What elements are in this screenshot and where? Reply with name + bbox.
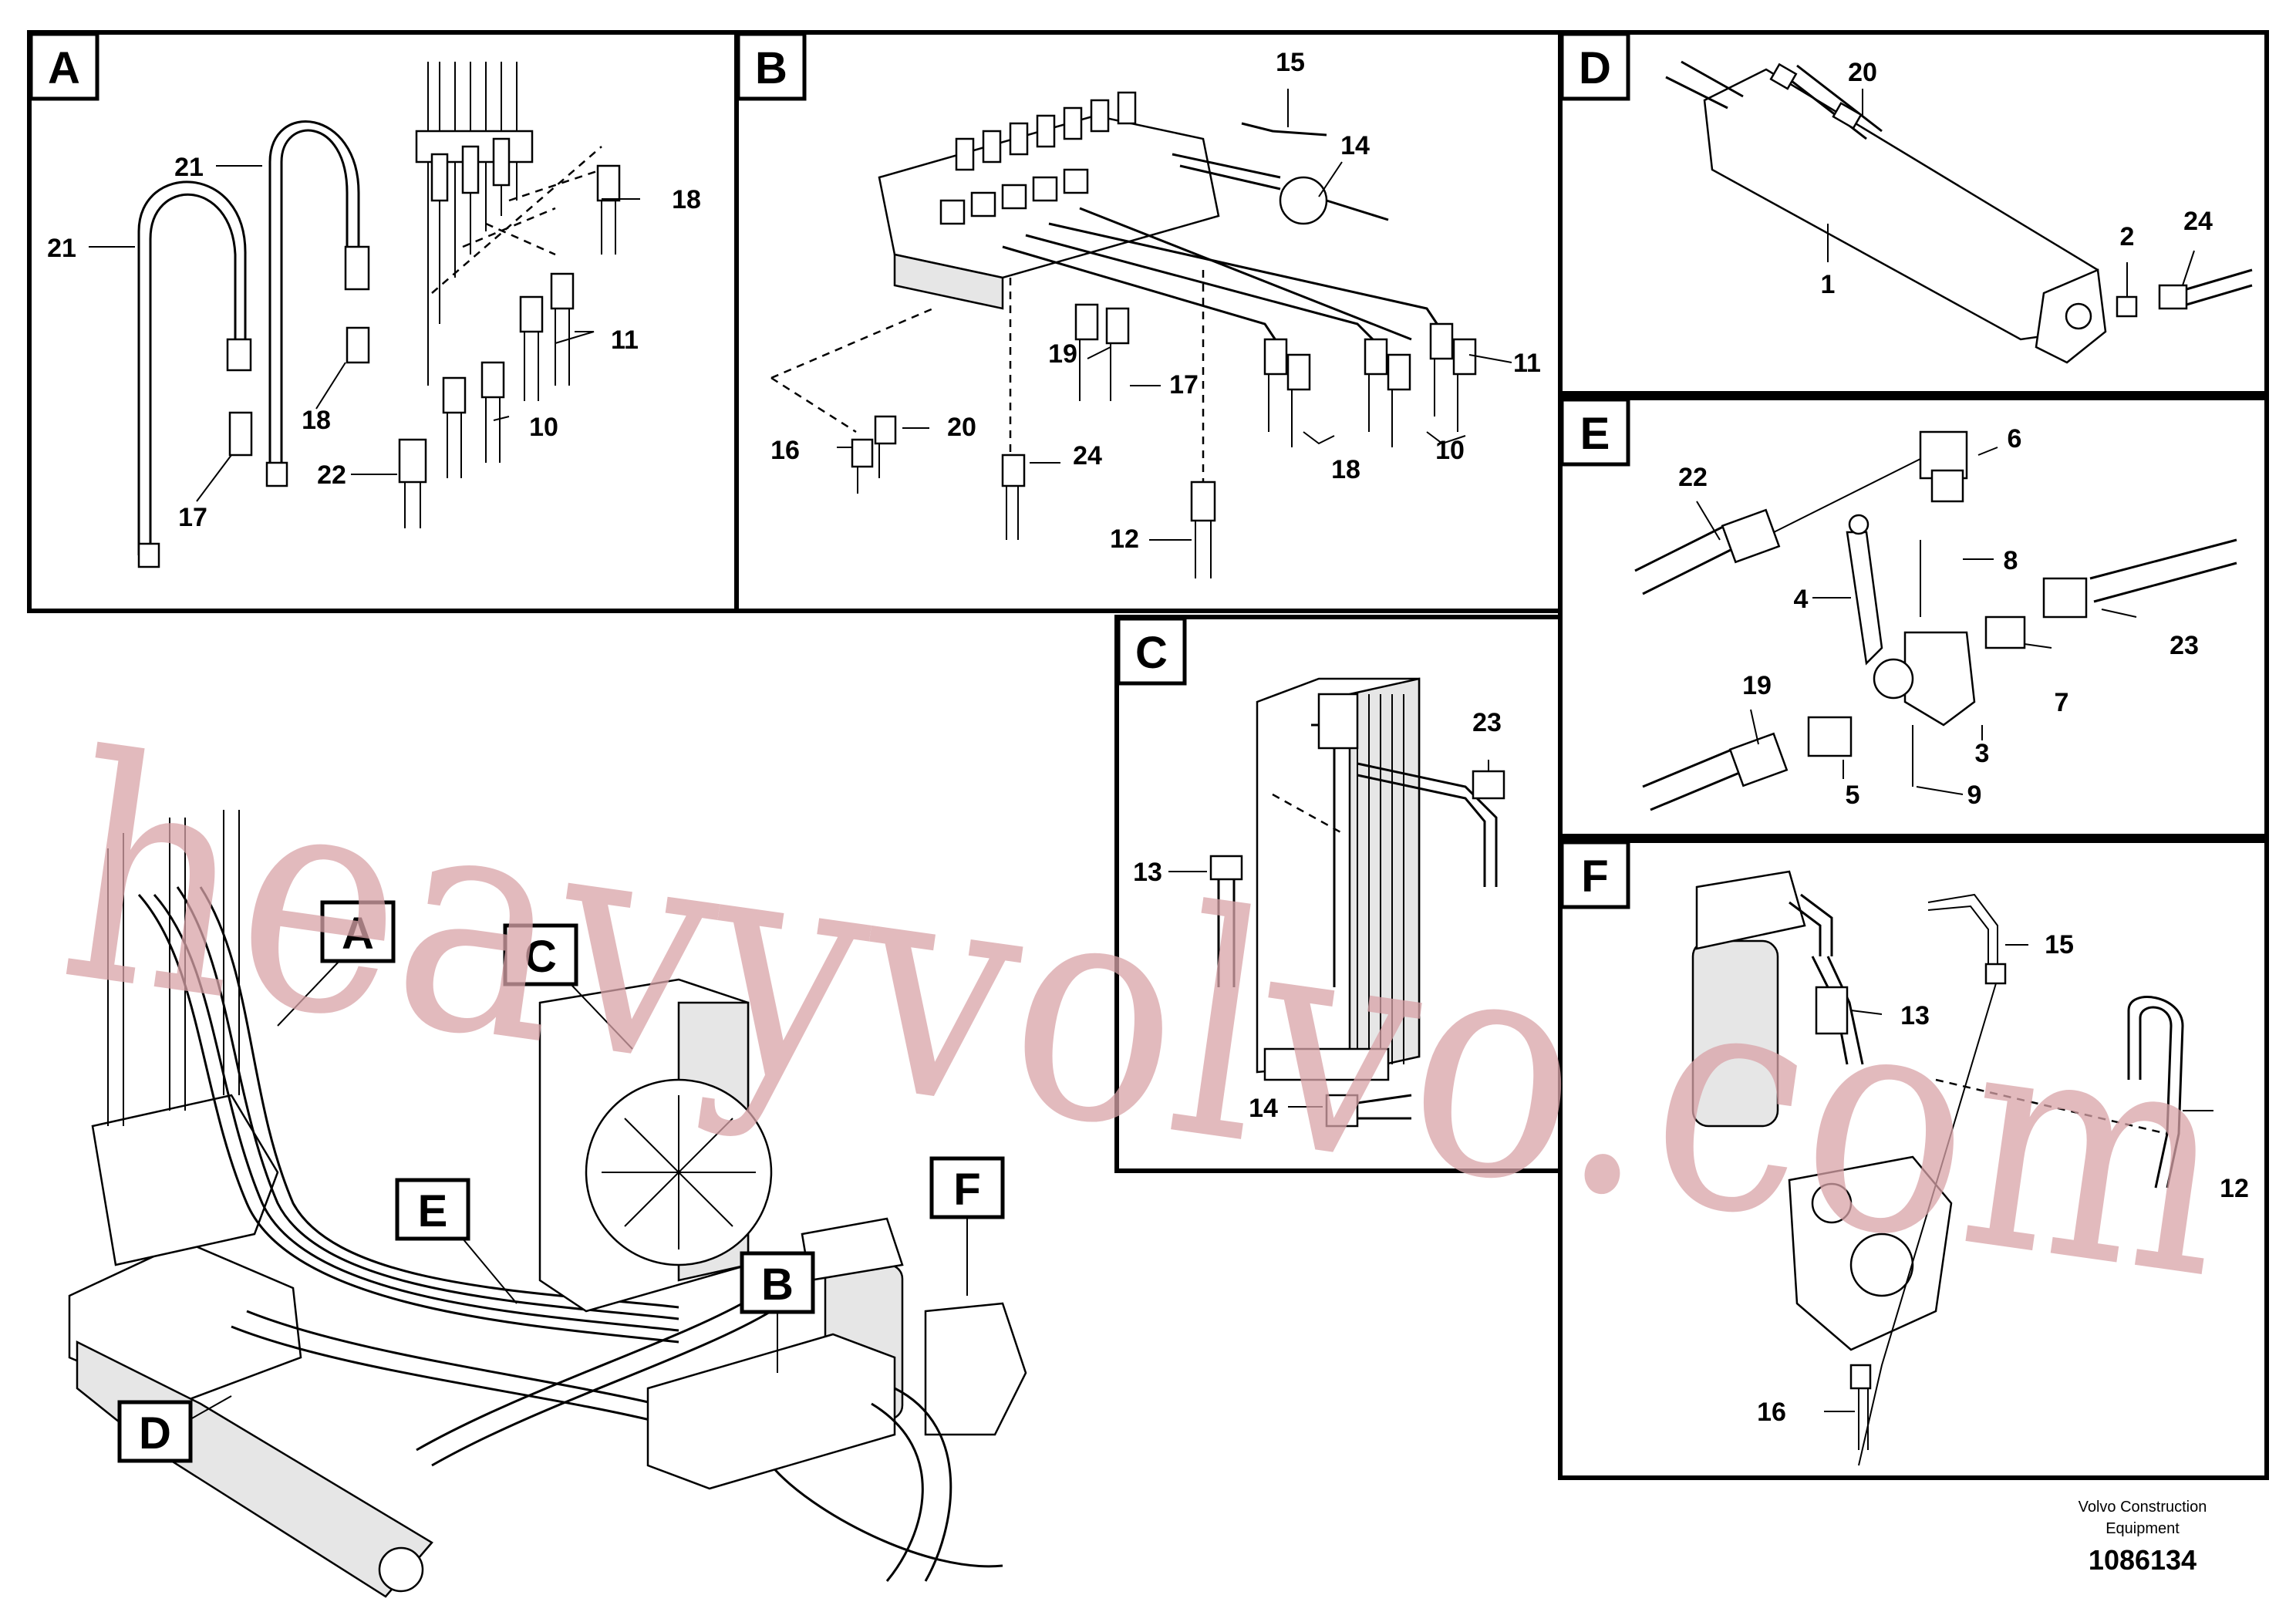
panel-c-letter: C — [1135, 628, 1168, 678]
label-e-6: 6 — [2008, 424, 2022, 454]
label-e-7: 7 — [2055, 688, 2069, 717]
panel-a-frame — [27, 30, 739, 613]
label-b-11: 11 — [1513, 349, 1541, 378]
label-c-23: 23 — [1472, 708, 1502, 737]
panel-e-drawing — [1634, 430, 2237, 811]
panel-d-drawing — [1665, 60, 2253, 364]
overview-tag-f-letter: F — [953, 1165, 980, 1215]
overview-tag-c: C — [503, 923, 633, 1050]
label-b-12: 12 — [1110, 524, 1139, 554]
panel-e-letter: E — [1580, 409, 1610, 459]
footer-company-line2: Equipment — [2106, 1520, 2180, 1537]
overview-tag-c-letter: C — [524, 932, 557, 982]
label-d-1: 1 — [1821, 270, 1836, 299]
label-b-24: 24 — [1073, 441, 1102, 470]
overview-tag-f: F — [929, 1156, 1005, 1296]
label-a-18-right: 18 — [672, 185, 701, 214]
label-d-24: 24 — [2183, 207, 2213, 236]
label-b-14: 14 — [1340, 131, 1370, 160]
label-e-5: 5 — [1846, 781, 1860, 810]
panel-d-frame — [1558, 30, 2269, 396]
watermark-text: heavyvolvo.com — [45, 690, 2248, 1347]
label-d-2: 2 — [2120, 222, 2135, 251]
panel-e-frame — [1558, 396, 2269, 838]
label-e-3: 3 — [1975, 739, 1990, 768]
panel-c-drawing — [1168, 677, 1505, 1128]
label-a-22: 22 — [317, 460, 346, 490]
document-number: 1086134 — [2089, 1544, 2197, 1576]
panel-d-tag: D — [1559, 32, 1630, 101]
label-e-22: 22 — [1678, 463, 1708, 492]
panel-f-drawing — [1691, 870, 2213, 1466]
overview-tag-d: D — [117, 1395, 232, 1463]
overview-tag-e-letter: E — [418, 1186, 448, 1236]
panel-f-tag: F — [1559, 840, 1630, 909]
overview-tag-d-letter: D — [139, 1408, 171, 1458]
label-f-13: 13 — [1900, 1001, 1930, 1030]
panel-f-frame — [1558, 838, 2269, 1480]
label-a-11: 11 — [611, 325, 639, 355]
label-f-12: 12 — [2220, 1174, 2249, 1203]
label-a-17: 17 — [178, 503, 207, 532]
label-c-14: 14 — [1249, 1094, 1278, 1123]
overview-tag-a: A — [277, 900, 396, 1027]
label-b-16: 16 — [770, 436, 800, 465]
panel-d-letter: D — [1579, 43, 1611, 93]
label-d-20: 20 — [1848, 58, 1877, 87]
panel-e-tag: E — [1559, 397, 1630, 467]
label-a-21-upper: 21 — [174, 153, 204, 182]
panel-a-letter: A — [48, 43, 80, 93]
overview-tag-b-letter: B — [761, 1259, 794, 1310]
label-e-9: 9 — [1967, 781, 1982, 810]
label-b-18: 18 — [1331, 455, 1360, 484]
label-c-13: 13 — [1133, 858, 1162, 887]
label-f-15: 15 — [2045, 930, 2074, 959]
panel-f-letter: F — [1581, 851, 1608, 902]
panel-b-tag: B — [736, 32, 807, 101]
panel-b-letter: B — [755, 43, 787, 93]
label-e-8: 8 — [2004, 546, 2018, 575]
footer-company-line1: Volvo Construction — [2079, 1499, 2207, 1516]
label-e-4: 4 — [1794, 585, 1809, 614]
label-a-21-lower: 21 — [47, 234, 76, 263]
panel-a-tag: A — [29, 32, 99, 101]
label-a-10: 10 — [529, 413, 558, 442]
overview-tag-b: B — [740, 1251, 815, 1373]
label-b-17: 17 — [1169, 370, 1199, 400]
overview-tag-e: E — [395, 1178, 518, 1304]
label-b-19: 19 — [1048, 339, 1077, 369]
label-f-16: 16 — [1757, 1398, 1786, 1427]
panel-c-tag: C — [1116, 616, 1187, 686]
label-b-20: 20 — [947, 413, 976, 442]
label-b-10: 10 — [1435, 436, 1465, 465]
panel-a-drawing — [89, 62, 640, 568]
overview-tag-a-letter: A — [342, 909, 374, 959]
label-b-15: 15 — [1276, 48, 1305, 77]
label-e-19: 19 — [1742, 671, 1772, 700]
label-e-23: 23 — [2170, 631, 2199, 660]
panel-b-drawing — [770, 89, 1512, 578]
label-a-18-left: 18 — [302, 406, 331, 435]
